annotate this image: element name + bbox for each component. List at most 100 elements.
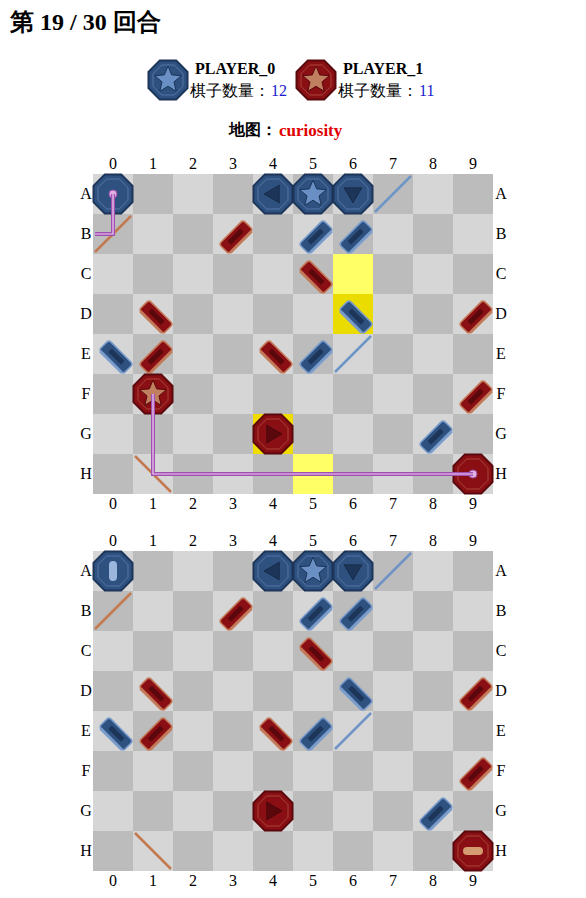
- board-cell: [173, 711, 213, 751]
- board-cell: [373, 711, 413, 751]
- board-cell: [133, 791, 173, 831]
- round-title: 第 19 / 30 回合: [10, 10, 161, 34]
- highlight-cell: [333, 294, 373, 334]
- board-cell: [453, 334, 493, 374]
- board-cell: [253, 831, 293, 871]
- row-letter: C: [496, 643, 507, 659]
- column-number: 6: [349, 156, 357, 172]
- board-cell: [293, 214, 333, 254]
- mirror-piece: [219, 597, 253, 631]
- column-number: 2: [189, 533, 197, 549]
- row-letter: H: [80, 843, 92, 859]
- mirror-piece: [428, 429, 444, 445]
- column-number: 2: [189, 873, 197, 889]
- mirror-piece: [468, 309, 484, 325]
- column-number: 7: [389, 156, 397, 172]
- column-number: 5: [309, 533, 317, 549]
- laser-emitter: [463, 847, 483, 855]
- board-cell: [373, 414, 413, 454]
- mirror-piece: [139, 717, 173, 751]
- board-cell: [373, 591, 413, 631]
- mirror-piece: [308, 229, 324, 245]
- board-cell: [413, 791, 453, 831]
- mirror-piece: [268, 349, 284, 365]
- trace-line: [375, 553, 411, 589]
- board-cell: [173, 294, 213, 334]
- board-cell: [373, 631, 413, 671]
- mirror-piece: [299, 260, 333, 294]
- piece-octagon: [254, 792, 293, 831]
- board-cell: [293, 751, 333, 791]
- mirror-piece: [459, 757, 493, 791]
- board-cell: [253, 294, 293, 334]
- column-number: 4: [269, 496, 277, 512]
- map-name: curiosity: [279, 122, 342, 139]
- column-number: 5: [309, 496, 317, 512]
- board-cell: [333, 414, 373, 454]
- row-letter: F: [497, 763, 506, 779]
- column-number: 1: [149, 873, 157, 889]
- row-letter: G: [495, 426, 507, 442]
- board-cell: [213, 334, 253, 374]
- column-number: 1: [149, 156, 157, 172]
- board-cell: [453, 591, 493, 631]
- board-cell: [133, 591, 173, 631]
- board-cell: [213, 591, 253, 631]
- piece-octagon: [294, 175, 333, 214]
- column-number: 4: [269, 873, 277, 889]
- board-cell: [93, 551, 133, 591]
- board-cell: [413, 414, 453, 454]
- column-number: 3: [229, 873, 237, 889]
- mirror-piece: [348, 229, 364, 245]
- direction-triangle: [344, 188, 362, 203]
- mirror-piece: [348, 309, 364, 325]
- mirror-piece: [299, 260, 333, 294]
- board-cell: [293, 551, 333, 591]
- board-cell: [333, 174, 373, 214]
- row-letter: A: [495, 186, 507, 202]
- board-cell: [253, 751, 293, 791]
- board-cell: [373, 334, 413, 374]
- board-cell: [93, 374, 133, 414]
- mirror-piece: [299, 220, 333, 254]
- board-cell: [213, 711, 253, 751]
- column-number: 6: [349, 496, 357, 512]
- row-letter: B: [81, 226, 92, 242]
- mirror-piece: [108, 349, 124, 365]
- board-cell: [413, 751, 453, 791]
- trace-line: [335, 336, 371, 372]
- mirror-piece: [459, 677, 493, 711]
- board-cell: [133, 631, 173, 671]
- row-letter: E: [496, 346, 506, 362]
- board-cell: [373, 374, 413, 414]
- board-cell: [293, 414, 333, 454]
- board-cell: [253, 591, 293, 631]
- board-cell: [213, 751, 253, 791]
- piece-octagon: [298, 556, 328, 586]
- piece-count-label: 棋子数量：: [190, 83, 270, 99]
- row-letter: C: [81, 266, 92, 282]
- laser-emitter: [109, 561, 117, 581]
- king-star: [303, 66, 330, 91]
- piece-octagon: [254, 175, 293, 214]
- row-letter: D: [495, 306, 507, 322]
- board-cell: [293, 591, 333, 631]
- board-cell: [413, 711, 453, 751]
- board-cell: [253, 631, 293, 671]
- mirror-piece: [99, 717, 133, 751]
- piece-octagon: [334, 175, 373, 214]
- column-number: 7: [389, 533, 397, 549]
- board-cell: [213, 254, 253, 294]
- piece-octagon: [338, 179, 368, 209]
- mirror-piece: [308, 726, 324, 742]
- piece-octagon: [94, 552, 133, 591]
- column-number: 5: [309, 873, 317, 889]
- board-cell: [453, 174, 493, 214]
- board-cell: [253, 671, 293, 711]
- column-number: 8: [429, 873, 437, 889]
- board-cell: [173, 751, 213, 791]
- highlight-cell: [253, 414, 293, 454]
- board-cell: [253, 414, 293, 454]
- board-cell: [213, 174, 253, 214]
- mirror-piece: [228, 229, 244, 245]
